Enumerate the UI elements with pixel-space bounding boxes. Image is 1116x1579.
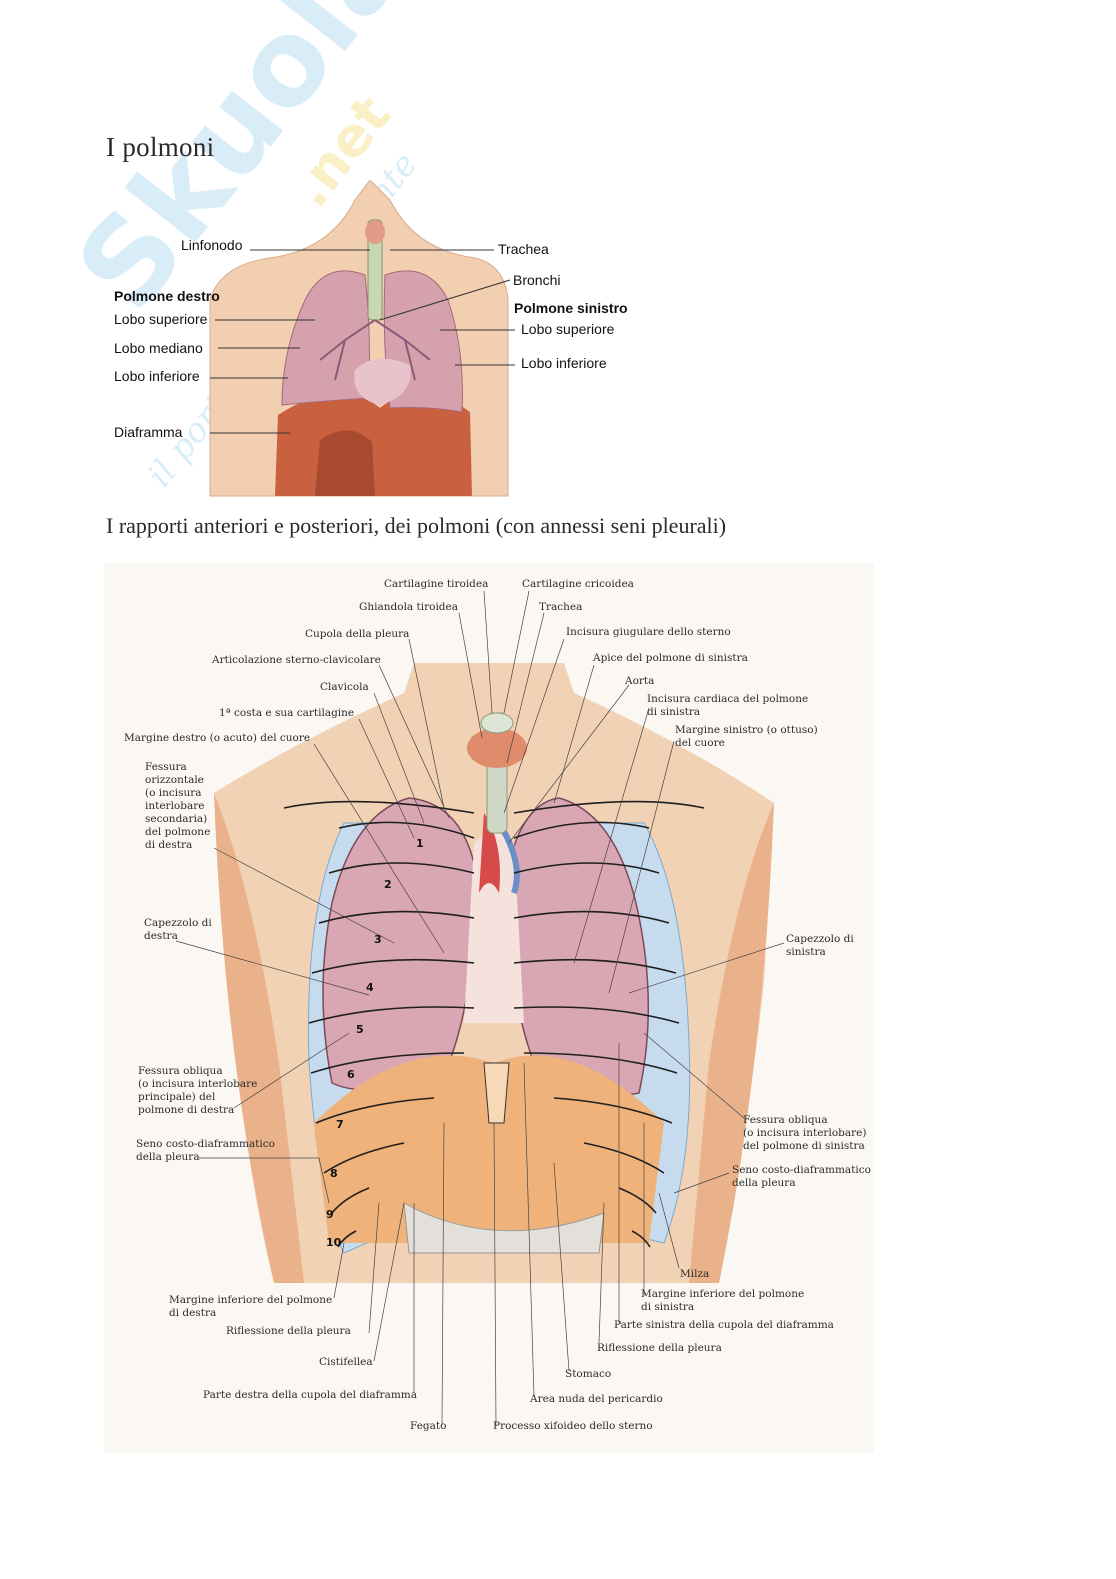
label-riflessione-sinistra: Riflessione della pleura — [597, 1342, 722, 1354]
label-cistifellea: Cistifellea — [319, 1356, 373, 1368]
rib-number: 7 — [336, 1118, 344, 1131]
label-margine-sinistro: Margine sinistro (o ottuso) del cuore — [675, 724, 818, 749]
label-riflessione-destra: Riflessione della pleura — [226, 1325, 351, 1337]
label-cupola-pleura: Cupola della pleura — [305, 628, 410, 640]
label-seno-destra: Seno costo-diaframmatico della pleura — [136, 1138, 275, 1163]
label-fessura-obliqua-destra: Fessura obliqua (o incisura interlobare … — [138, 1065, 258, 1116]
label-area-nuda: Area nuda del pericardio — [530, 1393, 663, 1405]
label-capezzolo-sinistra: Capezzolo di sinistra — [786, 933, 854, 958]
rib-number: 10 — [326, 1236, 342, 1249]
label-apice: Apice del polmone di sinistra — [593, 652, 748, 664]
label-cartilagine-tiroidea: Cartilagine tiroidea — [384, 578, 489, 590]
section-title: I polmoni — [106, 132, 215, 162]
rib-number: 3 — [374, 933, 382, 946]
thorax-illustration: 1 2 3 4 5 6 7 8 9 10 — [104, 563, 874, 1453]
rib-number: 8 — [330, 1167, 338, 1180]
label-margine-destro: Margine destro (o acuto) del cuore — [124, 732, 311, 744]
label-lobo-inferiore-destro: Lobo inferiore — [114, 368, 200, 384]
section-subtitle: I rapporti anteriori e posteriori, dei p… — [106, 513, 727, 538]
label-lobo-superiore-sinistro: Lobo superiore — [521, 321, 615, 337]
label-linfonodo: Linfonodo — [181, 237, 243, 253]
label-aorta: Aorta — [625, 675, 655, 687]
label-stomaco: Stomaco — [565, 1368, 612, 1380]
label-processo-xifoideo: Processo xifoideo dello sterno — [493, 1420, 653, 1432]
label-fessura-obliqua-sinistra: Fessura obliqua (o incisura interlobare)… — [743, 1114, 867, 1152]
label-margine-inf-sinistra: Margine inferiore del polmone di sinistr… — [641, 1288, 805, 1313]
label-trachea-2: Trachea — [539, 601, 583, 613]
thorax-relations-figure: 1 2 3 4 5 6 7 8 9 10 Cartilagine tiroide… — [104, 563, 874, 1453]
rib-number: 5 — [356, 1023, 364, 1036]
rib-number: 1 — [416, 837, 424, 850]
label-polmone-destro: Polmone destro — [114, 288, 220, 304]
label-fegato: Fegato — [410, 1420, 447, 1432]
label-diaframma: Diaframma — [114, 424, 183, 440]
label-seno-sinistra: Seno costo-diaframmatico della pleura — [732, 1164, 871, 1189]
label-prima-costa: 1ª costa e sua cartilagine — [219, 707, 355, 719]
label-polmone-sinistro: Polmone sinistro — [514, 300, 628, 316]
rib-number: 9 — [326, 1208, 334, 1221]
label-lobo-superiore-destro: Lobo superiore — [114, 311, 208, 327]
label-ghiandola-tiroidea: Ghiandola tiroidea — [359, 601, 459, 613]
label-clavicola: Clavicola — [320, 681, 369, 693]
label-bronchi: Bronchi — [513, 272, 561, 288]
label-articolazione: Articolazione sterno-clavicolare — [212, 654, 381, 666]
label-fessura-orizzontale: Fessura orizzontale (o incisura interlob… — [145, 761, 211, 851]
label-parte-destra-cupola: Parte destra della cupola del diaframma — [203, 1389, 418, 1401]
label-parte-sinistra-cupola: Parte sinistra della cupola del diaframm… — [614, 1319, 834, 1331]
label-margine-inf-destra: Margine inferiore del polmone di destra — [169, 1294, 333, 1319]
label-lobo-mediano: Lobo mediano — [114, 340, 203, 356]
rib-number: 6 — [347, 1068, 355, 1081]
rib-number: 2 — [384, 878, 392, 891]
lungs-illustration — [209, 180, 515, 497]
label-incisura-giugulare: Incisura giugulare dello sterno — [566, 626, 731, 638]
label-incisura-cardiaca: Incisura cardiaca del polmone di sinistr… — [647, 693, 809, 718]
lungs-figure: Linfonodo Trachea Bronchi Polmone destro… — [110, 180, 640, 500]
label-capezzolo-destra: Capezzolo di destra — [144, 917, 212, 942]
label-milza: Milza — [680, 1268, 710, 1280]
rib-number: 4 — [366, 981, 374, 994]
label-trachea: Trachea — [498, 241, 549, 257]
label-cartilagine-cricoidea: Cartilagine cricoidea — [522, 578, 634, 590]
label-lobo-inferiore-sinistro: Lobo inferiore — [521, 355, 607, 371]
